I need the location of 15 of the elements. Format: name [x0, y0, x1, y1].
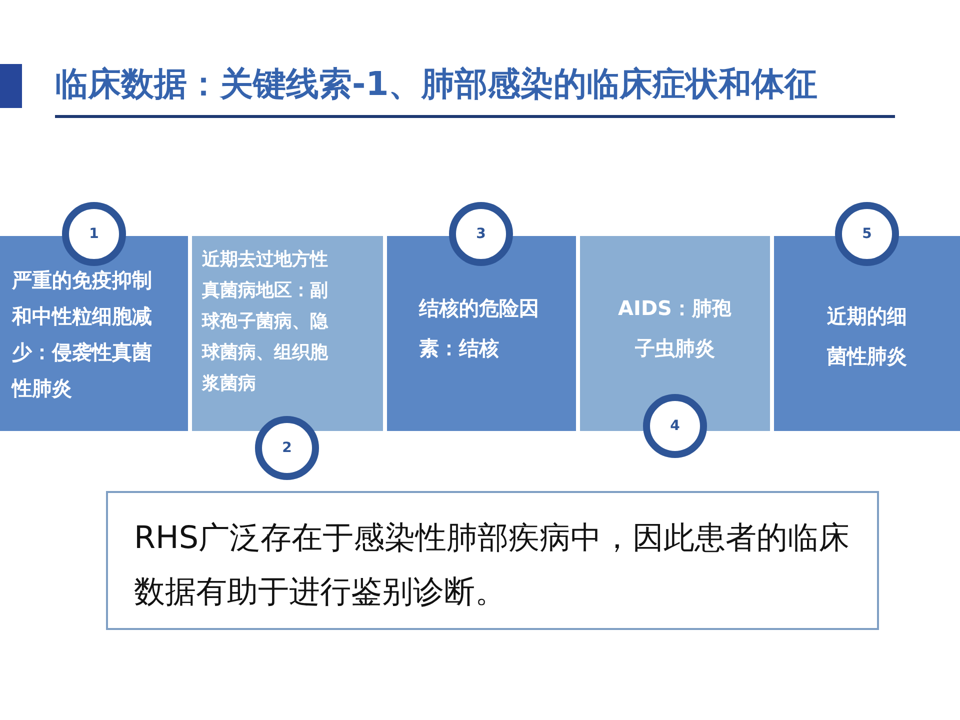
step-box: [0, 236, 188, 431]
number-circle: 1: [62, 202, 126, 266]
note-box: RHS广泛存在于感染性肺部疾病中，因此患者的临床数据有助于进行鉴别诊断。: [106, 491, 879, 630]
step-box: [580, 236, 770, 431]
number-circle: 3: [449, 202, 513, 266]
step-text: AIDS：肺孢子虫肺炎: [617, 295, 733, 362]
number-circle: 5: [835, 202, 899, 266]
step-text: 近期的细菌性肺炎: [826, 303, 908, 370]
number-circle: 4: [643, 394, 707, 458]
slide-title: 临床数据：关键线索-1、肺部感染的临床症状和体征: [55, 63, 819, 105]
number-circle: 2: [255, 416, 319, 480]
step-text: 严重的免疫抑制和中性粒细胞减少：侵袭性真菌性肺炎: [12, 267, 153, 402]
step-text: 结核的危险因素：结核: [419, 295, 540, 362]
step-box: [192, 236, 383, 431]
step-text: 近期去过地方性真菌病地区：副球孢子菌病、隐球菌病、组织胞浆菌病: [202, 248, 330, 396]
